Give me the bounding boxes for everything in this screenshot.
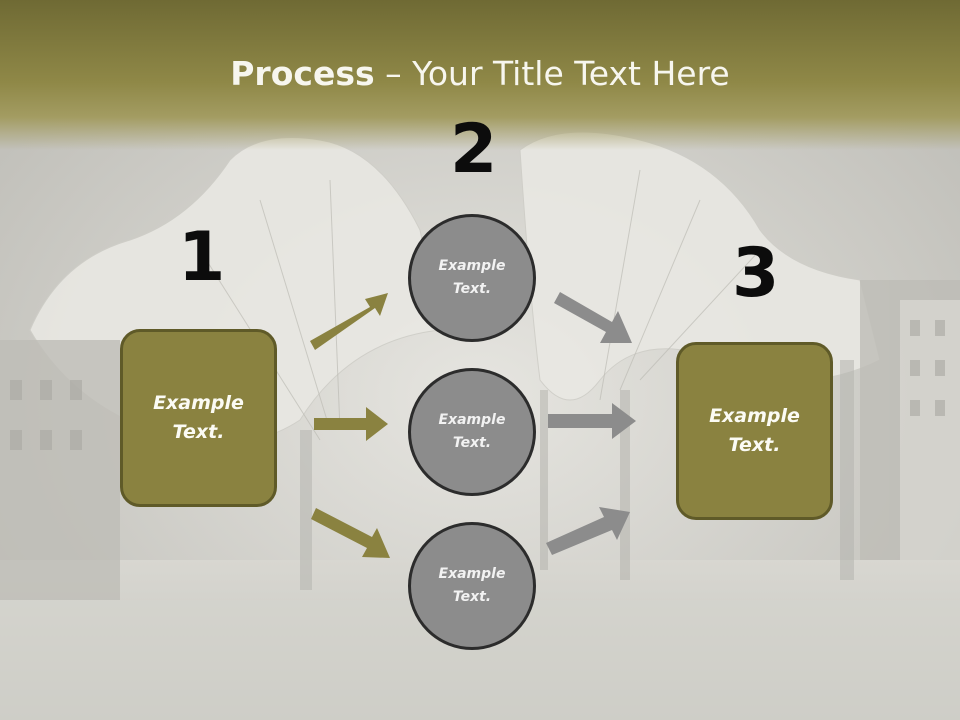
arrow-from-bottom-circle bbox=[546, 507, 630, 555]
step-1-text: Example Text. bbox=[153, 392, 244, 443]
title-band bbox=[0, 0, 960, 150]
arrow-from-middle-circle bbox=[548, 403, 636, 439]
step-number-1: 1 bbox=[178, 218, 226, 297]
arrow-from-top-circle bbox=[554, 292, 632, 343]
step-2-circle-bottom: Example Text. bbox=[408, 522, 536, 650]
arrow-to-bottom-circle bbox=[311, 508, 390, 558]
title-rest: – Your Title Text Here bbox=[374, 54, 730, 93]
step-2-circle-top: Example Text. bbox=[408, 214, 536, 342]
arrow-to-top-circle bbox=[310, 293, 388, 350]
step-3-box: Example Text. bbox=[676, 342, 833, 520]
slide-title: Process – Your Title Text Here bbox=[0, 52, 960, 96]
title-bold: Process bbox=[230, 54, 375, 93]
arrow-to-middle-circle bbox=[314, 407, 388, 441]
step-1-box: Example Text. bbox=[120, 329, 277, 507]
circle-middle-text: Example Text. bbox=[438, 412, 506, 451]
step-2-circle-middle: Example Text. bbox=[408, 368, 536, 496]
step-3-text: Example Text. bbox=[709, 405, 800, 456]
step-number-3: 3 bbox=[732, 234, 780, 313]
circle-top-text: Example Text. bbox=[438, 258, 506, 297]
circle-bottom-text: Example Text. bbox=[438, 566, 506, 605]
step-number-2: 2 bbox=[450, 110, 498, 189]
